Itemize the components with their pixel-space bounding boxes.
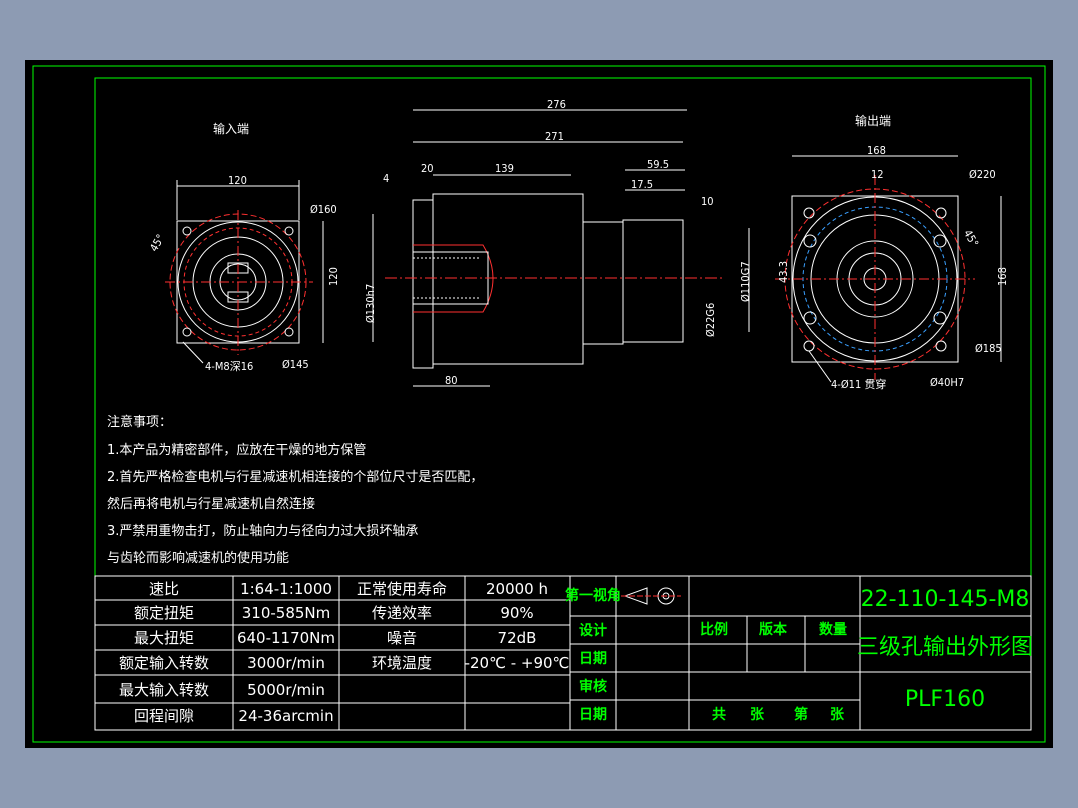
dim-139: 139 — [495, 162, 514, 175]
spec-5-0: 回程间隙 — [134, 707, 194, 725]
output-view-title: 输出端 — [855, 113, 891, 128]
dim-d130: Ø130h7 — [364, 284, 377, 323]
note-line-5: 与齿轮而影响减速机的使用功能 — [107, 550, 289, 566]
dim-271: 271 — [545, 130, 564, 143]
spec-1-3: 90% — [500, 604, 533, 622]
tb-projection: 第一视角 — [565, 587, 621, 604]
tb-date1: 日期 — [579, 651, 607, 667]
spec-table: 速比 1:64-1:1000 正常使用寿命 20000 h 额定扭矩 310-5… — [94, 575, 571, 731]
cad-drawing: 输入端 120 120 Ø160 Ø145 45° 4-M8深16 — [32, 65, 1046, 743]
spec-3-1: 3000r/min — [247, 654, 325, 672]
output-flange-side — [582, 221, 624, 345]
spec-3-0: 额定输入转数 — [119, 654, 209, 672]
dim-output-height: 168 — [996, 267, 1009, 286]
dim-output-d220: Ø220 — [969, 168, 996, 181]
tb-quantity: 数量 — [819, 621, 847, 638]
spec-0-2: 正常使用寿命 — [357, 580, 447, 598]
tb-version: 版本 — [759, 621, 788, 638]
dim-d110: Ø110G7 — [739, 261, 752, 302]
dim-input-d160: Ø160 — [310, 203, 337, 216]
dim-10: 10 — [701, 195, 714, 208]
input-adapter — [412, 199, 434, 369]
spec-1-0: 额定扭矩 — [134, 604, 194, 622]
dim-output-angle: 45° — [961, 228, 981, 250]
spec-2-1: 640-1170Nm — [237, 629, 335, 647]
spec-4-1: 5000r/min — [247, 681, 325, 699]
dim-output-holes: 4-Ø11 贯穿 — [831, 377, 886, 391]
dim-20: 20 — [421, 162, 434, 175]
note-line-0: 注意事项： — [107, 414, 172, 430]
spec-0-3: 20000 h — [486, 580, 548, 598]
dim-input-width: 120 — [228, 174, 247, 187]
spec-4-0: 最大输入转数 — [119, 681, 209, 699]
output-shaft-housing — [622, 219, 684, 343]
title-block: 第一视角 设计 日期 审核 日期 比例 版本 数量 共 张 第 张 22-110… — [565, 575, 1033, 731]
housing-body — [432, 193, 584, 365]
drawing-sheet: 输入端 120 120 Ø160 Ø145 45° 4-M8深16 — [25, 60, 1053, 748]
spec-3-2: 环境温度 — [372, 654, 432, 672]
input-end-view: 输入端 120 120 Ø160 Ø145 45° 4-M8深16 — [147, 121, 340, 373]
spec-3-3: -20℃ - +90℃ — [465, 654, 570, 672]
spec-1-2: 传递效率 — [372, 604, 432, 622]
first-angle-projection-icon — [621, 587, 681, 605]
tb-model: PLF160 — [905, 687, 985, 712]
tb-total: 共 — [712, 706, 726, 723]
note-line-2: 2.首先严格检查电机与行星减速机相连接的个部位尺寸是否匹配， — [107, 469, 483, 485]
spec-5-1: 24-36arcmin — [238, 707, 333, 725]
side-view: 276 271 20 4 139 59.5 17.5 10 80 Ø130h7 … — [364, 98, 752, 387]
dim-output-43: 43.3 — [777, 261, 790, 283]
dim-input-d145: Ø145 — [282, 358, 309, 371]
spec-1-1: 310-585Nm — [242, 604, 331, 622]
dim-output-12: 12 — [871, 168, 884, 181]
tb-drawing-no: 22-110-145-M8 — [861, 587, 1030, 612]
tb-page: 第 — [794, 706, 808, 723]
dim-output-width: 168 — [867, 144, 886, 157]
tb-review: 审核 — [579, 678, 607, 695]
tb-title: 三级孔输出外形图 — [857, 635, 1033, 660]
dim-4: 4 — [383, 172, 389, 185]
tb-sheet: 张 — [750, 707, 765, 723]
dim-80: 80 — [445, 374, 458, 387]
tb-sheet2: 张 — [830, 707, 845, 723]
output-end-view: 输出端 168 168 12 Ø220 Ø185 Ø40H7 45° 4-Ø11… — [775, 113, 1009, 391]
note-line-1: 1.本产品为精密部件，应放在干燥的地方保管 — [107, 442, 366, 458]
note-line-4: 3.严禁用重物击打，防止轴向力与径向力过大损坏轴承 — [107, 523, 418, 539]
tb-date2: 日期 — [579, 707, 607, 723]
dim-output-d40: Ø40H7 — [930, 376, 964, 389]
dim-output-d185: Ø185 — [975, 342, 1002, 355]
spec-2-2: 噪音 — [387, 629, 417, 647]
dim-d22: Ø22G6 — [704, 303, 717, 337]
tb-design: 设计 — [579, 622, 607, 639]
outer-frame — [32, 65, 1046, 743]
spec-0-0: 速比 — [149, 580, 179, 598]
dim-17-5: 17.5 — [631, 178, 653, 191]
dim-input-angle: 45° — [147, 232, 167, 254]
tb-scale: 比例 — [700, 621, 728, 638]
input-view-title: 输入端 — [213, 121, 249, 136]
spec-2-3: 72dB — [498, 629, 537, 647]
spec-2-0: 最大扭矩 — [134, 629, 194, 647]
dim-input-height: 120 — [327, 267, 340, 286]
spec-0-1: 1:64-1:1000 — [240, 580, 332, 598]
dim-276: 276 — [547, 98, 566, 111]
dim-input-holes: 4-M8深16 — [205, 360, 253, 373]
dim-59-5: 59.5 — [647, 158, 669, 171]
note-line-3: 然后再将电机与行星减速机自然连接 — [107, 496, 315, 512]
notes: 注意事项： 1.本产品为精密部件，应放在干燥的地方保管 2.首先严格检查电机与行… — [107, 414, 483, 566]
